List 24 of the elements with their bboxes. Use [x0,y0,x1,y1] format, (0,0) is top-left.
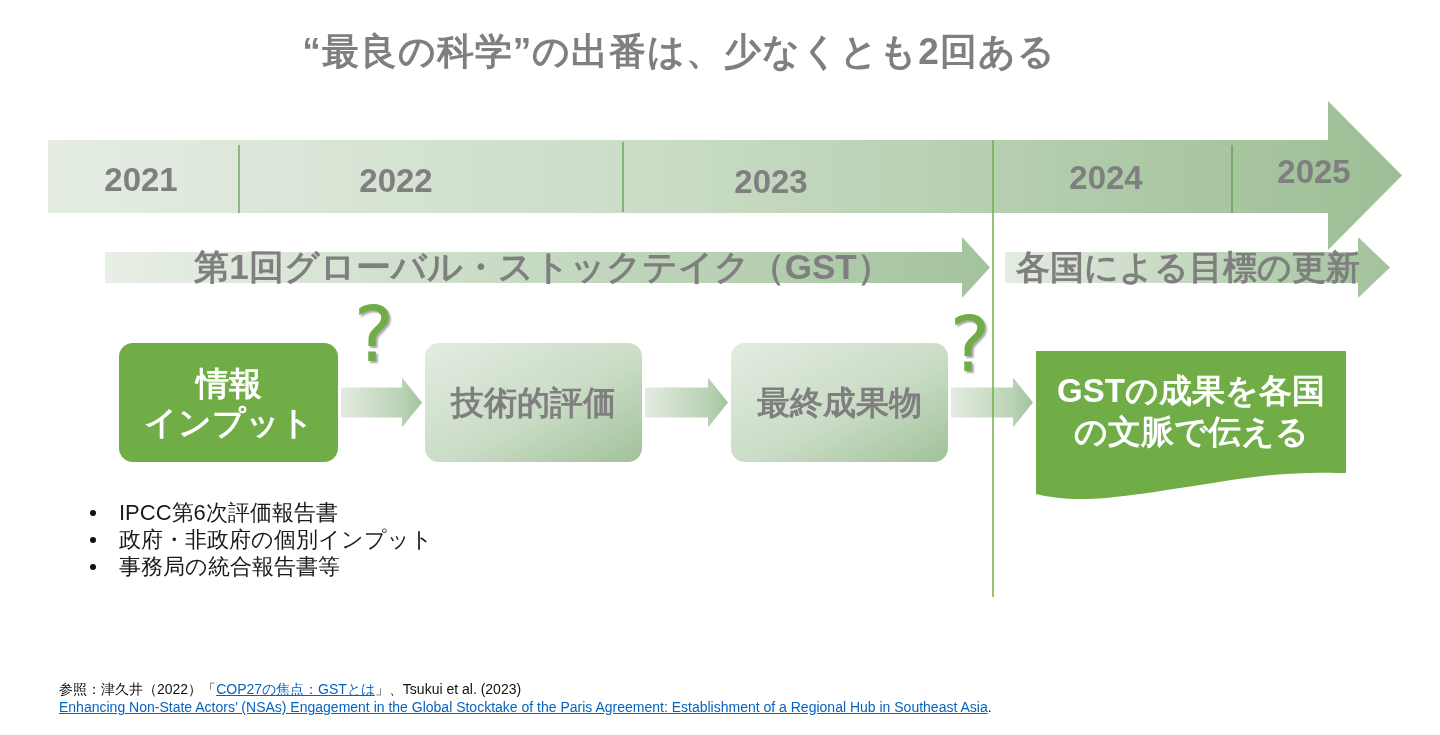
question-mark: ? [353,297,395,373]
list-item-text: 政府・非政府の個別インプット [119,526,433,554]
timeline-band [48,101,1402,250]
process-box: 技術的評価 [425,343,642,462]
reference-link: COP27の焦点：GSTとは [216,681,375,697]
list-item-text: 事務局の統合報告書等 [119,553,340,581]
process-box: 情報インプット [119,343,338,462]
year-label: 2023 [734,164,808,200]
block-arrow [645,377,728,428]
year-label: 2025 [1277,154,1351,190]
year-label: 2022 [359,163,433,199]
phase-band: 第1回グローバル・ストックテイク（GST） [105,237,990,298]
reference-note: 参照：津久井（2022）「COP27の焦点：GSTとは」、Tsukui et al. (2023) Enhancing Non-State Actors’ (NSAs) Engagement in the Global Stocktake of the Paris Agreement: Establishment of a Regional Hub in Southeast Asia. [59,680,993,716]
block-arrow [951,377,1033,428]
year-label: 2024 [1069,160,1143,196]
list-item-text: IPCC第6次評価報告書 [119,499,338,527]
question-mark: ? [949,307,991,383]
reference-link: Enhancing Non-State Actors’ (NSAs) Engagement in the Global Stocktake of the Paris Agreement: Establishment of a Regional Hub in Southeast Asia [59,699,988,715]
title: “最良の科学”の出番は、少なくとも2回ある [302,30,1056,74]
phase-band: 各国による目標の更新 [1005,237,1390,298]
year-label: 2021 [104,162,178,198]
block-arrow [341,377,422,428]
document-shape: GSTの成果を各国の文脈で伝える [1036,351,1346,499]
process-box: 最終成果物 [731,343,948,462]
